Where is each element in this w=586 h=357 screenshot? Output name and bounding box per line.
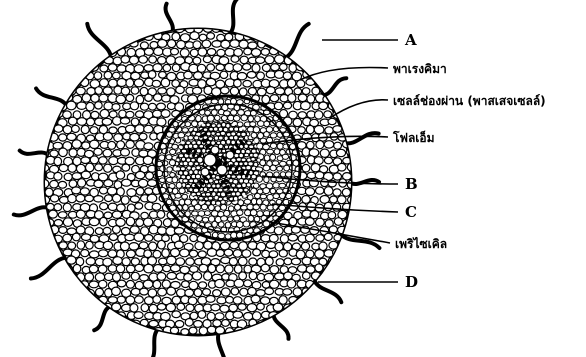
root-hair <box>20 151 50 156</box>
root-hair <box>273 313 288 339</box>
leader-passage-cell <box>330 100 388 118</box>
root-hair <box>344 133 379 143</box>
label-D: D <box>405 273 418 291</box>
label-passage-cell: เซลล์ช่องผ่าน (พาสเสจเซลล์) <box>393 94 546 108</box>
label-parenchyma: พาเรงคิมา <box>393 62 447 76</box>
root-hair <box>150 328 159 357</box>
label-phloem: โฟลเอ็ม <box>392 130 435 145</box>
root-hair <box>14 207 50 215</box>
root-hair <box>36 89 67 107</box>
label-A: A <box>404 31 417 49</box>
root-hair <box>94 306 111 331</box>
root-hair <box>166 4 173 34</box>
root-hair <box>31 258 67 279</box>
label-C: C <box>405 203 417 221</box>
root-hair <box>87 24 111 58</box>
root-hair <box>285 24 309 58</box>
root-hair <box>218 332 226 357</box>
label-pericycle: เพริไซเคิล <box>395 236 447 251</box>
label-B: B <box>405 175 418 193</box>
root-hair <box>229 0 237 34</box>
root-hair <box>322 78 347 95</box>
